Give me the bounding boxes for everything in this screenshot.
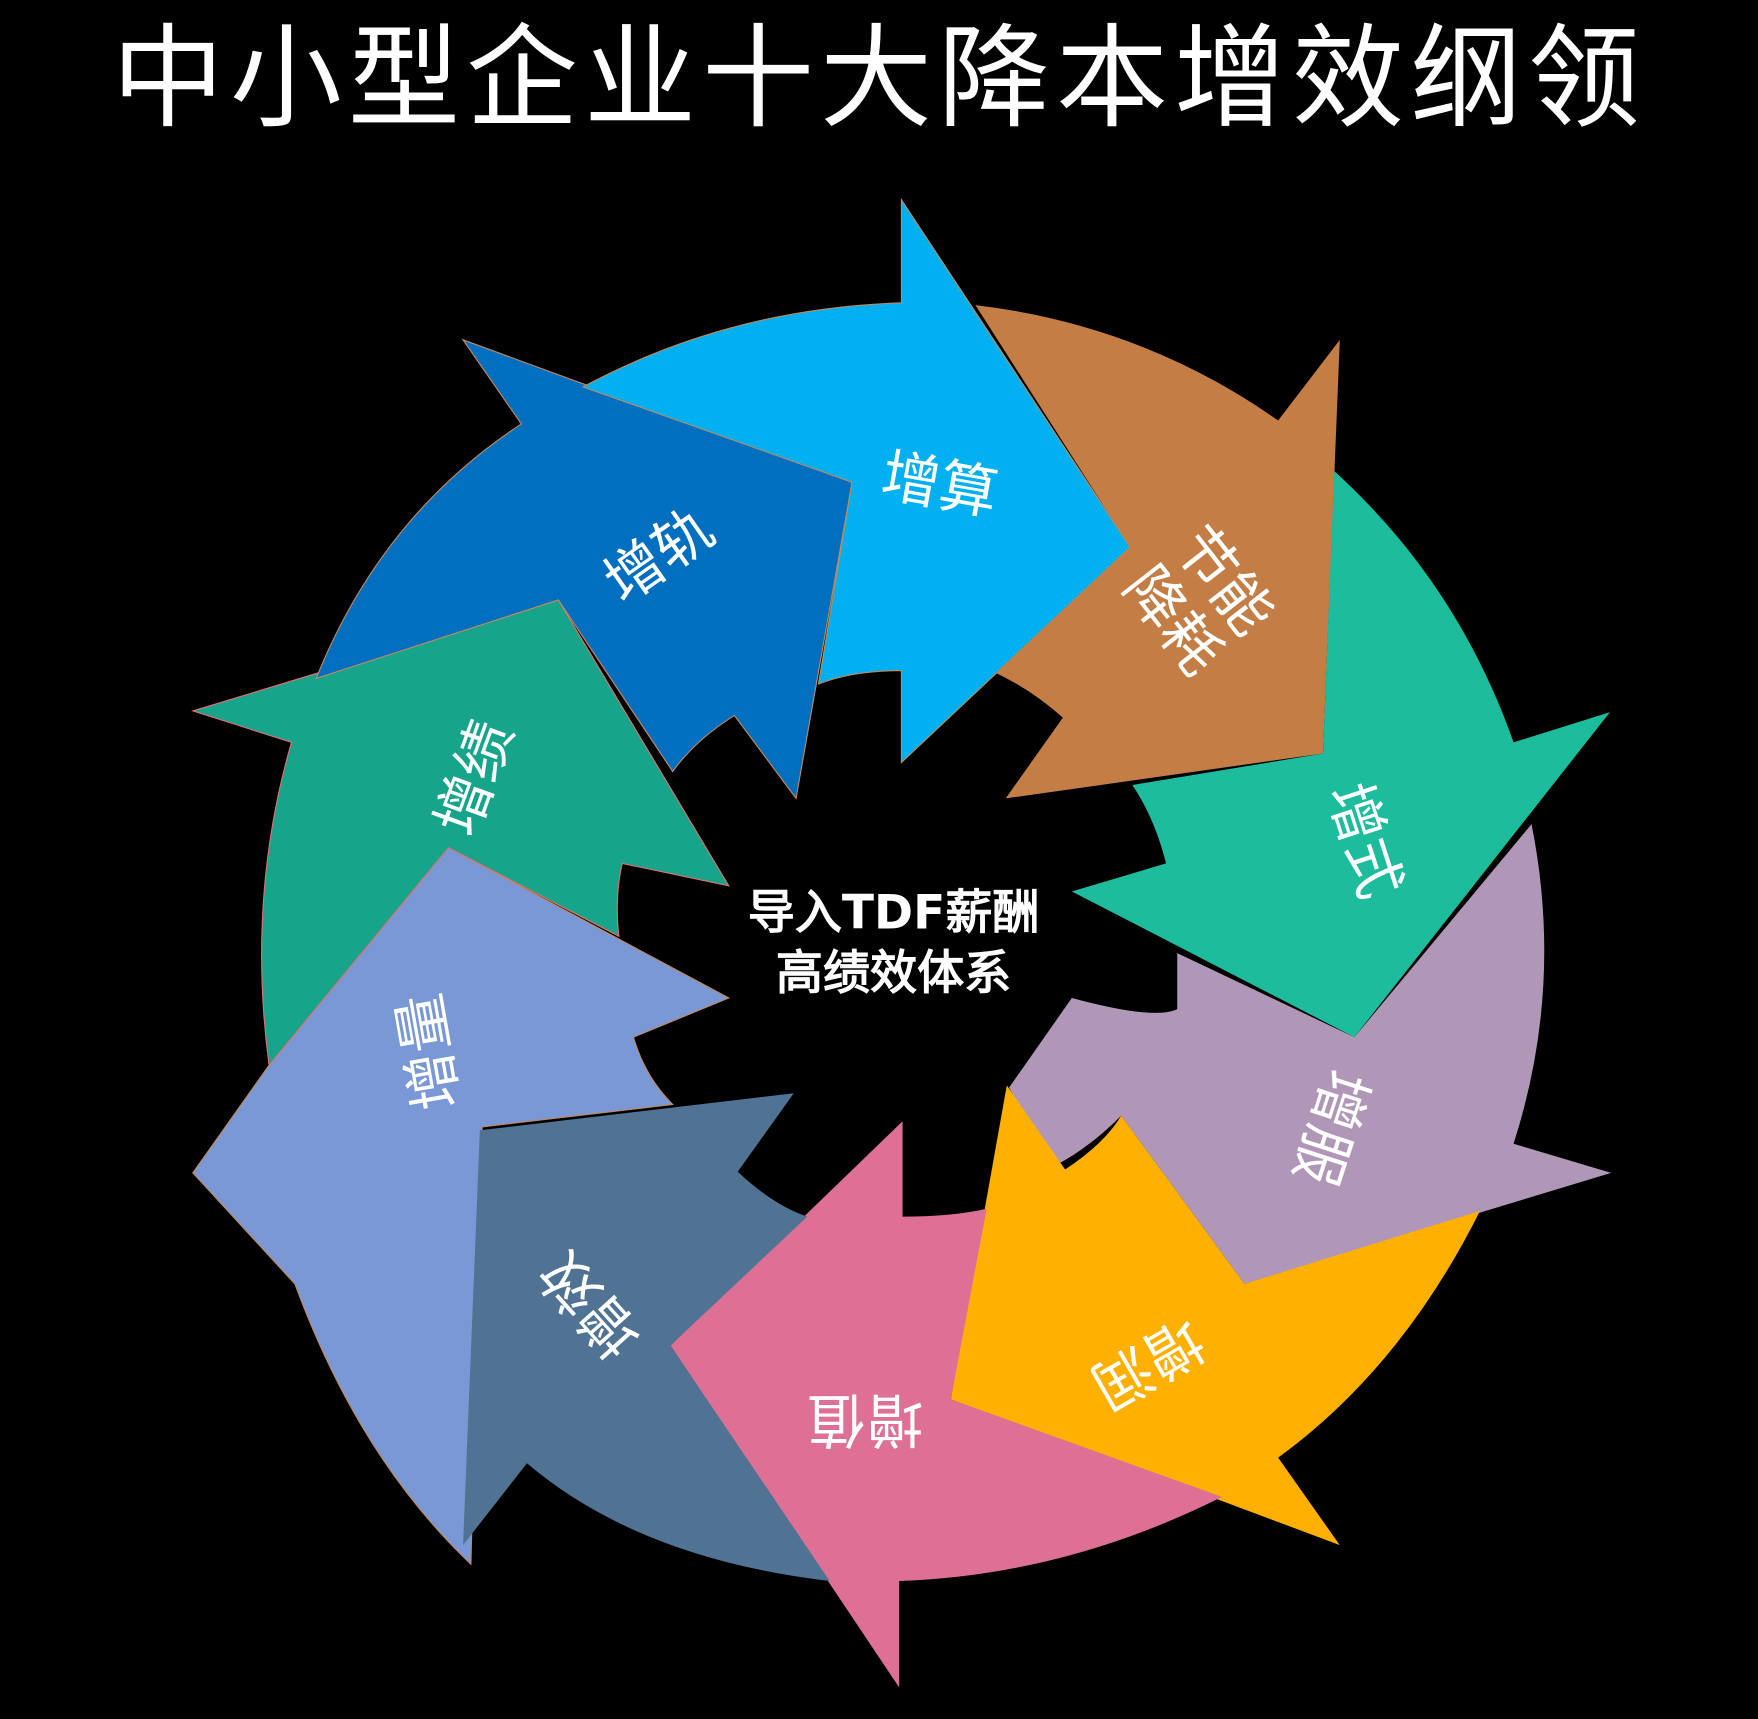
center-label-line1: 导入TDF薪酬 bbox=[748, 885, 1040, 940]
segment-zengji[interactable] bbox=[190, 599, 730, 1067]
segment-zengzhi[interactable] bbox=[670, 1121, 1223, 1688]
segment-zengshi[interactable] bbox=[1071, 471, 1611, 1038]
arrow-zenggui bbox=[315, 338, 853, 800]
segment-zengfu[interactable] bbox=[1009, 824, 1612, 1284]
center-label: 导入TDF薪酬 高绩效体系 bbox=[748, 885, 1040, 1001]
arrow-zengshi bbox=[1071, 471, 1611, 1038]
arrow-jieneng bbox=[975, 305, 1340, 799]
segment-zenggui[interactable] bbox=[315, 338, 853, 800]
arrow-zengfu bbox=[1009, 824, 1612, 1284]
arrow-zengji bbox=[190, 599, 730, 1067]
segment-zengsuan[interactable] bbox=[581, 197, 1131, 764]
center-label-line2: 高绩效体系 bbox=[776, 946, 1011, 1001]
arrow-zengrun bbox=[950, 1085, 1480, 1546]
segment-zengrun[interactable] bbox=[950, 1085, 1480, 1546]
segment-zengxiao[interactable] bbox=[463, 1093, 830, 1581]
segment-zengliang[interactable] bbox=[192, 847, 731, 1566]
arrow-zengliang bbox=[192, 847, 731, 1566]
page-title: 中小型企业十大降本增效纲领 bbox=[112, 14, 1646, 144]
arrow-zengsuan bbox=[581, 197, 1131, 764]
arrow-zengxiao bbox=[463, 1093, 830, 1581]
label-zengzhi: 增值 bbox=[807, 1385, 924, 1453]
segment-jieneng[interactable] bbox=[975, 305, 1340, 799]
arrow-zengzhi bbox=[670, 1121, 1223, 1688]
